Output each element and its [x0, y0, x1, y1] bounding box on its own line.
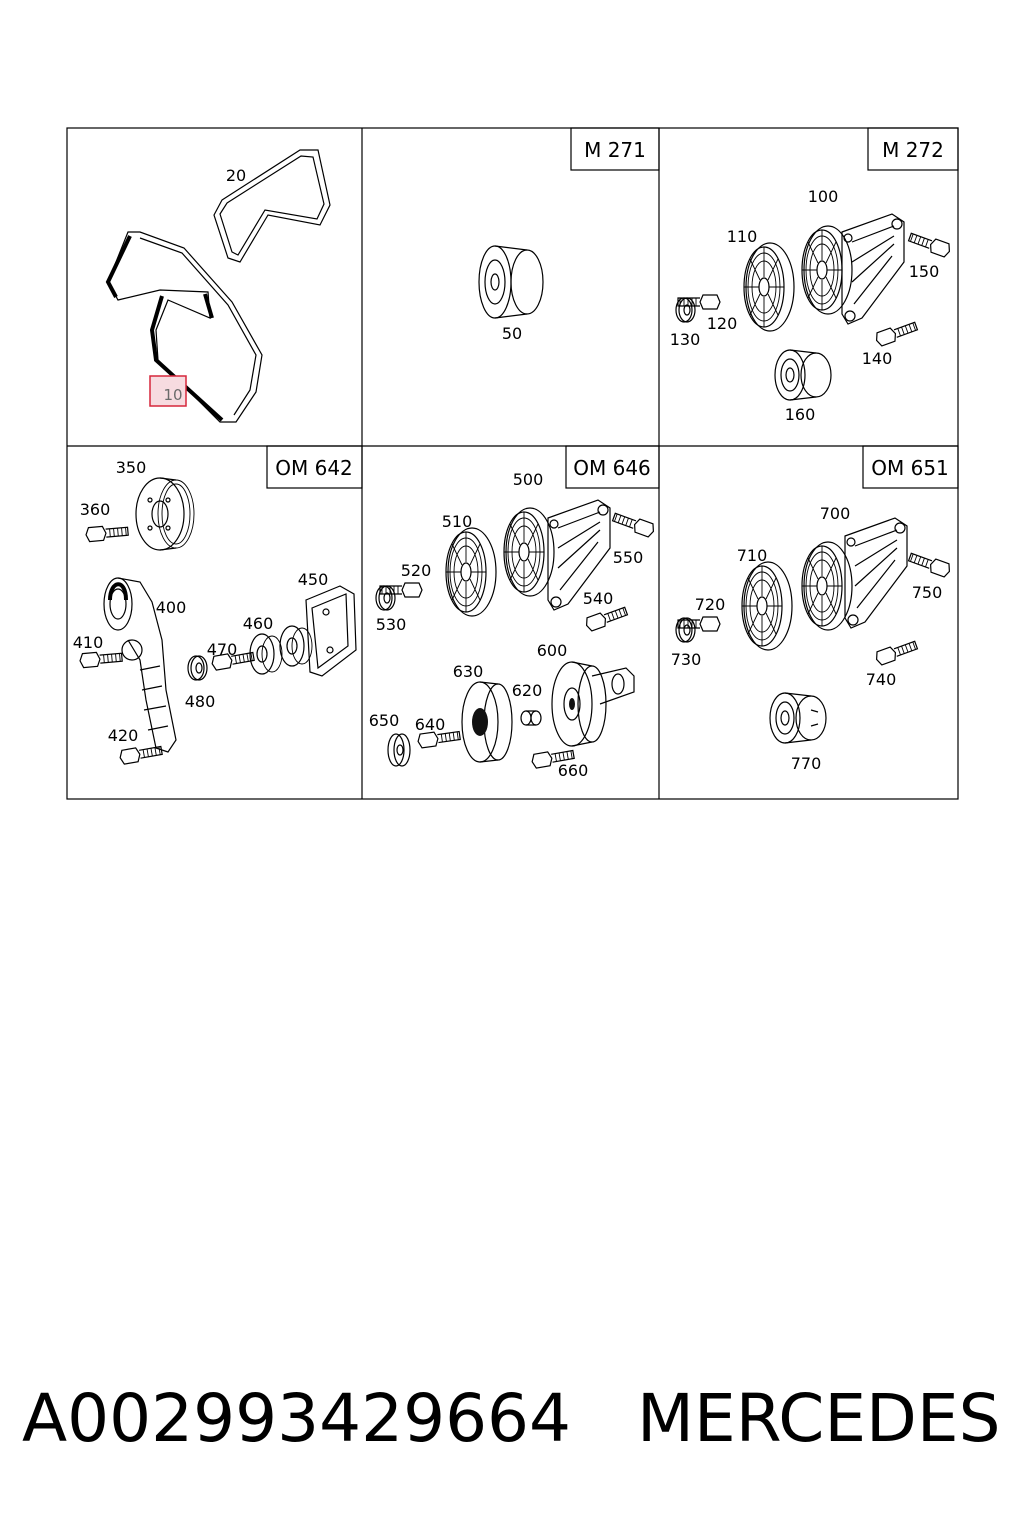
- label-350: 350: [116, 458, 147, 477]
- bracket-450[interactable]: [305, 585, 357, 677]
- panel-m272: 100 110 150 120 130 140 160: [670, 187, 953, 424]
- cap-530[interactable]: [375, 585, 396, 611]
- bolt-150[interactable]: [906, 229, 953, 259]
- header-om651: OM 651: [862, 445, 959, 489]
- pulley-500[interactable]: [503, 507, 555, 597]
- label-530: 530: [376, 615, 407, 634]
- label-740: 740: [866, 670, 897, 689]
- label-140: 140: [862, 349, 893, 368]
- label-500: 500: [513, 470, 544, 489]
- svg-text:M 271: M 271: [584, 138, 646, 162]
- svg-text:OM 642: OM 642: [275, 456, 353, 480]
- pulley-110[interactable]: [743, 242, 795, 332]
- cap-730[interactable]: [675, 617, 696, 643]
- label-160: 160: [785, 405, 816, 424]
- label-20: 20: [226, 166, 246, 185]
- label-400: 400: [156, 598, 187, 617]
- idler-pulley-50[interactable]: [478, 245, 544, 319]
- label-770: 770: [791, 754, 822, 773]
- belt-20[interactable]: [213, 149, 331, 263]
- svg-text:OM 646: OM 646: [573, 456, 651, 480]
- label-50: 50: [502, 324, 522, 343]
- label-360: 360: [80, 500, 111, 519]
- part-number: A002993429664: [22, 1380, 572, 1457]
- footer: A002993429664 MERCEDES: [22, 1380, 1012, 1460]
- sleeve-620[interactable]: [520, 710, 542, 726]
- label-630: 630: [453, 662, 484, 681]
- belt-10[interactable]: [105, 231, 263, 423]
- label-100: 100: [808, 187, 839, 206]
- label-520: 520: [401, 561, 432, 580]
- label-110: 110: [727, 227, 758, 246]
- label-460: 460: [243, 614, 274, 633]
- label-620: 620: [512, 681, 543, 700]
- label-700: 700: [820, 504, 851, 523]
- bolt-750[interactable]: [906, 549, 953, 579]
- label-650: 650: [369, 711, 400, 730]
- label-480: 480: [185, 692, 216, 711]
- label-660: 660: [558, 761, 589, 780]
- panel-om642: 350 360 450 400 460 470 410 480 420: [73, 458, 357, 766]
- panel-om651: 700 710 750 720 730 740 770: [671, 504, 953, 773]
- bolt-550[interactable]: [610, 509, 657, 539]
- idler-160[interactable]: [774, 349, 832, 401]
- header-m271: M 271: [570, 127, 660, 171]
- pulley-100[interactable]: [801, 225, 853, 315]
- brand-name: MERCEDES: [637, 1380, 1001, 1457]
- bolt-360[interactable]: [84, 523, 130, 543]
- bolt-410[interactable]: [78, 649, 124, 669]
- cap-130[interactable]: [675, 297, 696, 323]
- header-m272: M 272: [867, 127, 959, 171]
- svg-text:10: 10: [163, 386, 182, 404]
- label-410: 410: [73, 633, 104, 652]
- bolt-520[interactable]: [379, 582, 423, 598]
- label-150: 150: [909, 262, 940, 281]
- label-420: 420: [108, 726, 139, 745]
- label-550: 550: [613, 548, 644, 567]
- bolt-740[interactable]: [873, 637, 920, 667]
- tensioner-400[interactable]: [103, 577, 177, 753]
- label-540: 540: [583, 589, 614, 608]
- pulley-710[interactable]: [741, 561, 793, 651]
- svg-text:M 272: M 272: [882, 138, 944, 162]
- label-750: 750: [912, 583, 943, 602]
- label-720: 720: [695, 595, 726, 614]
- pulley-510[interactable]: [445, 527, 497, 617]
- label-450: 450: [298, 570, 329, 589]
- callout-10[interactable]: 10: [149, 375, 187, 407]
- washer-480[interactable]: [187, 655, 208, 681]
- label-470: 470: [207, 640, 238, 659]
- pulley-350[interactable]: [135, 477, 195, 551]
- label-640: 640: [415, 715, 446, 734]
- pulley-630[interactable]: [461, 681, 513, 763]
- bolt-140[interactable]: [873, 318, 920, 348]
- idler-460b[interactable]: [279, 625, 313, 667]
- label-120: 120: [707, 314, 738, 333]
- idler-770[interactable]: [769, 692, 827, 744]
- pulley-600[interactable]: [551, 661, 635, 747]
- label-710: 710: [737, 546, 768, 565]
- panel-m271: 50: [478, 245, 544, 343]
- bolt-540[interactable]: [583, 603, 630, 633]
- bracket-100[interactable]: [841, 213, 905, 325]
- washer-650[interactable]: [387, 733, 411, 767]
- idler-460[interactable]: [249, 633, 283, 675]
- header-om642: OM 642: [266, 445, 363, 489]
- panel-belts: 10 20: [105, 149, 331, 423]
- bracket-700[interactable]: [844, 517, 908, 629]
- svg-text:OM 651: OM 651: [871, 456, 949, 480]
- label-130: 130: [670, 330, 701, 349]
- label-600: 600: [537, 641, 568, 660]
- header-om646: OM 646: [565, 445, 660, 489]
- label-510: 510: [442, 512, 473, 531]
- panel-om646: 500 510 550 520 540 530 600 630 620 650 …: [369, 470, 657, 780]
- label-730: 730: [671, 650, 702, 669]
